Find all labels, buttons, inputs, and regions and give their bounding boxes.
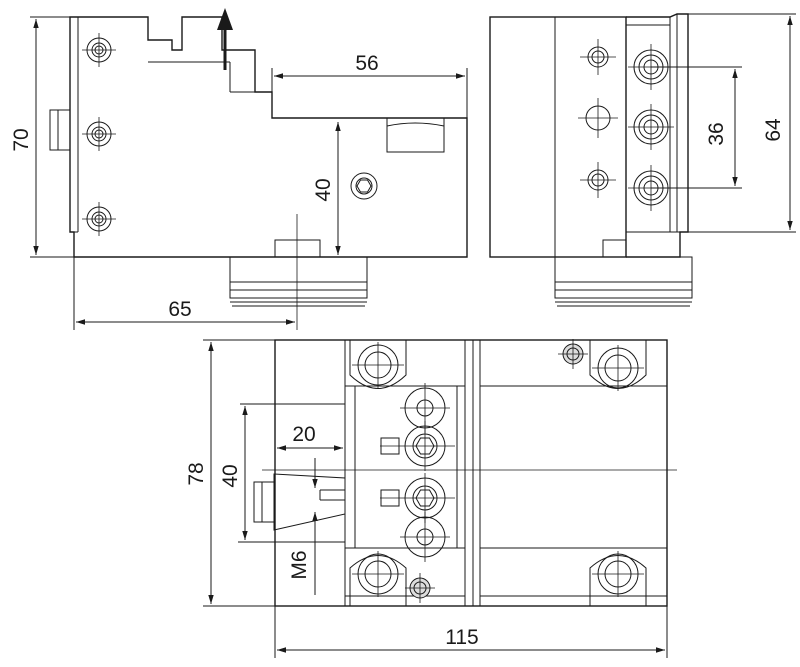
dim-front-top-width: 56 [355,52,378,75]
dim-thread: M6 [288,550,311,579]
dim-front-inner-height: 40 [312,178,335,201]
dim-top-inner-height: 40 [219,464,242,487]
side-bolt-holes [628,44,674,211]
dim-side-height: 64 [762,118,785,142]
side-view: 36 64 [489,13,796,307]
front-view: 70 56 40 65 [10,8,468,330]
front-bolt-holes [82,33,116,236]
dim-top-width: 115 [445,626,478,649]
dim-front-width: 65 [168,298,191,321]
dim-side-spacing: 36 [705,122,728,145]
dim-front-height: 70 [10,128,33,151]
top-view: 20 40 M6 78 115 [185,339,677,658]
dim-top-height: 78 [185,462,208,485]
dim-top-offset: 20 [292,423,315,446]
